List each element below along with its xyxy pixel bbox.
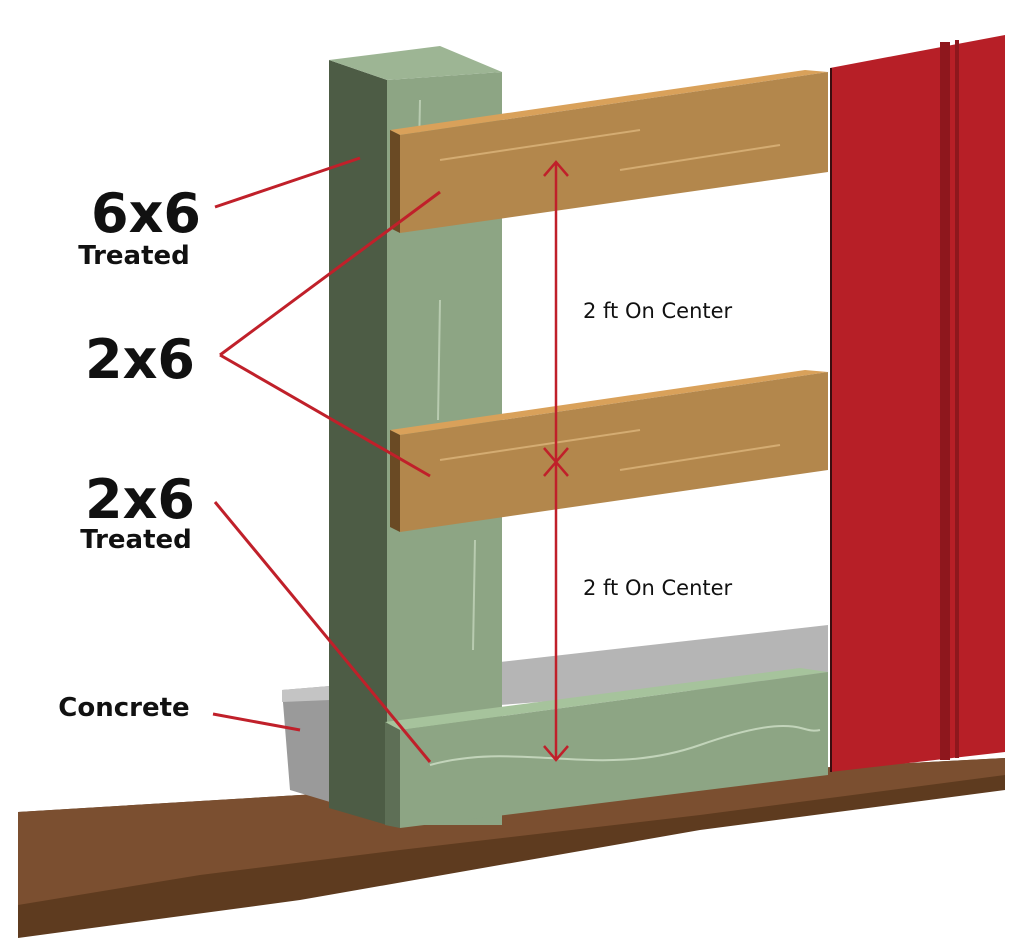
ground — [18, 758, 1005, 938]
dimension-arrows — [543, 160, 569, 762]
lower-spacing-label: 2 ft On Center — [583, 576, 733, 600]
concrete-label: Concrete — [58, 693, 189, 723]
girt-upper — [390, 70, 828, 233]
post-treatment-label: Treated — [78, 241, 190, 271]
leader-lines — [212, 156, 441, 763]
girt-size-label: 2x6 — [85, 328, 195, 391]
metal-siding — [830, 35, 1005, 772]
girt-lower — [390, 370, 828, 532]
treated-base-board — [385, 668, 828, 828]
upper-spacing-label: 2 ft On Center — [583, 299, 733, 323]
base-treatment-label: Treated — [80, 525, 192, 555]
base-size-label: 2x6 — [85, 468, 195, 531]
post-size-label: 6x6 — [91, 182, 201, 245]
